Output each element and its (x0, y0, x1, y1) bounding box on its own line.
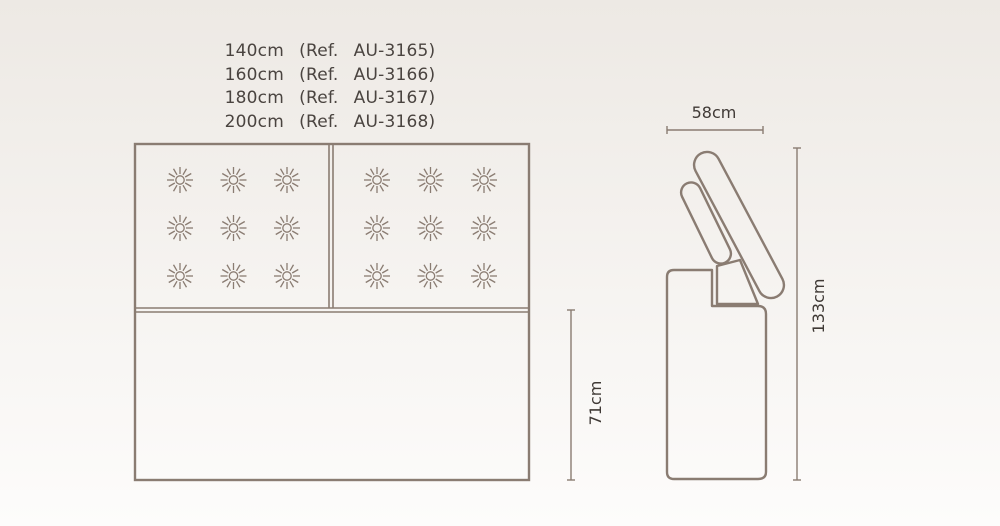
total-height-dimension (793, 147, 801, 481)
tuft-button (167, 215, 193, 241)
tufting-buttons (167, 167, 497, 289)
tuft-button (471, 263, 497, 289)
size-line-180: 180cm (Ref. AU-3167) (224, 88, 436, 108)
tuft-button (364, 263, 390, 289)
tuft-button (274, 263, 300, 289)
tuft-button (220, 215, 247, 241)
tuft-button (220, 263, 247, 289)
side-view (665, 150, 786, 481)
tuft-button (167, 263, 193, 289)
size-reference-list: 140cm (Ref. AU-3165) 160cm (Ref. AU-3166… (180, 40, 480, 134)
tuft-button (274, 167, 300, 193)
tuft-button (167, 167, 193, 193)
size-line-140: 140cm (Ref. AU-3165) (224, 41, 436, 61)
tuft-button (471, 167, 497, 193)
side-depth-label: 58cm (692, 103, 737, 122)
side-depth-dimension (666, 126, 764, 134)
tuft-button (417, 215, 444, 241)
tuft-button (417, 167, 444, 193)
leg-height-dimension (567, 309, 575, 481)
side-headrest-back (679, 181, 733, 265)
front-view (133, 142, 531, 482)
tuft-button (220, 167, 247, 193)
size-line-200: 200cm (Ref. AU-3168) (224, 111, 436, 132)
side-headrest-front (692, 150, 786, 300)
size-line-160: 160cm (Ref. AU-3166) (224, 64, 436, 85)
tuft-button (471, 215, 497, 241)
tuft-button (417, 263, 444, 289)
side-inner-cushion (715, 258, 760, 306)
tuft-button (274, 215, 300, 241)
total-height-label: 133cm (809, 279, 828, 334)
tuft-button (364, 215, 390, 241)
side-base-outline (665, 268, 768, 481)
leg-height-label: 71cm (586, 381, 605, 426)
tuft-button (364, 167, 390, 193)
